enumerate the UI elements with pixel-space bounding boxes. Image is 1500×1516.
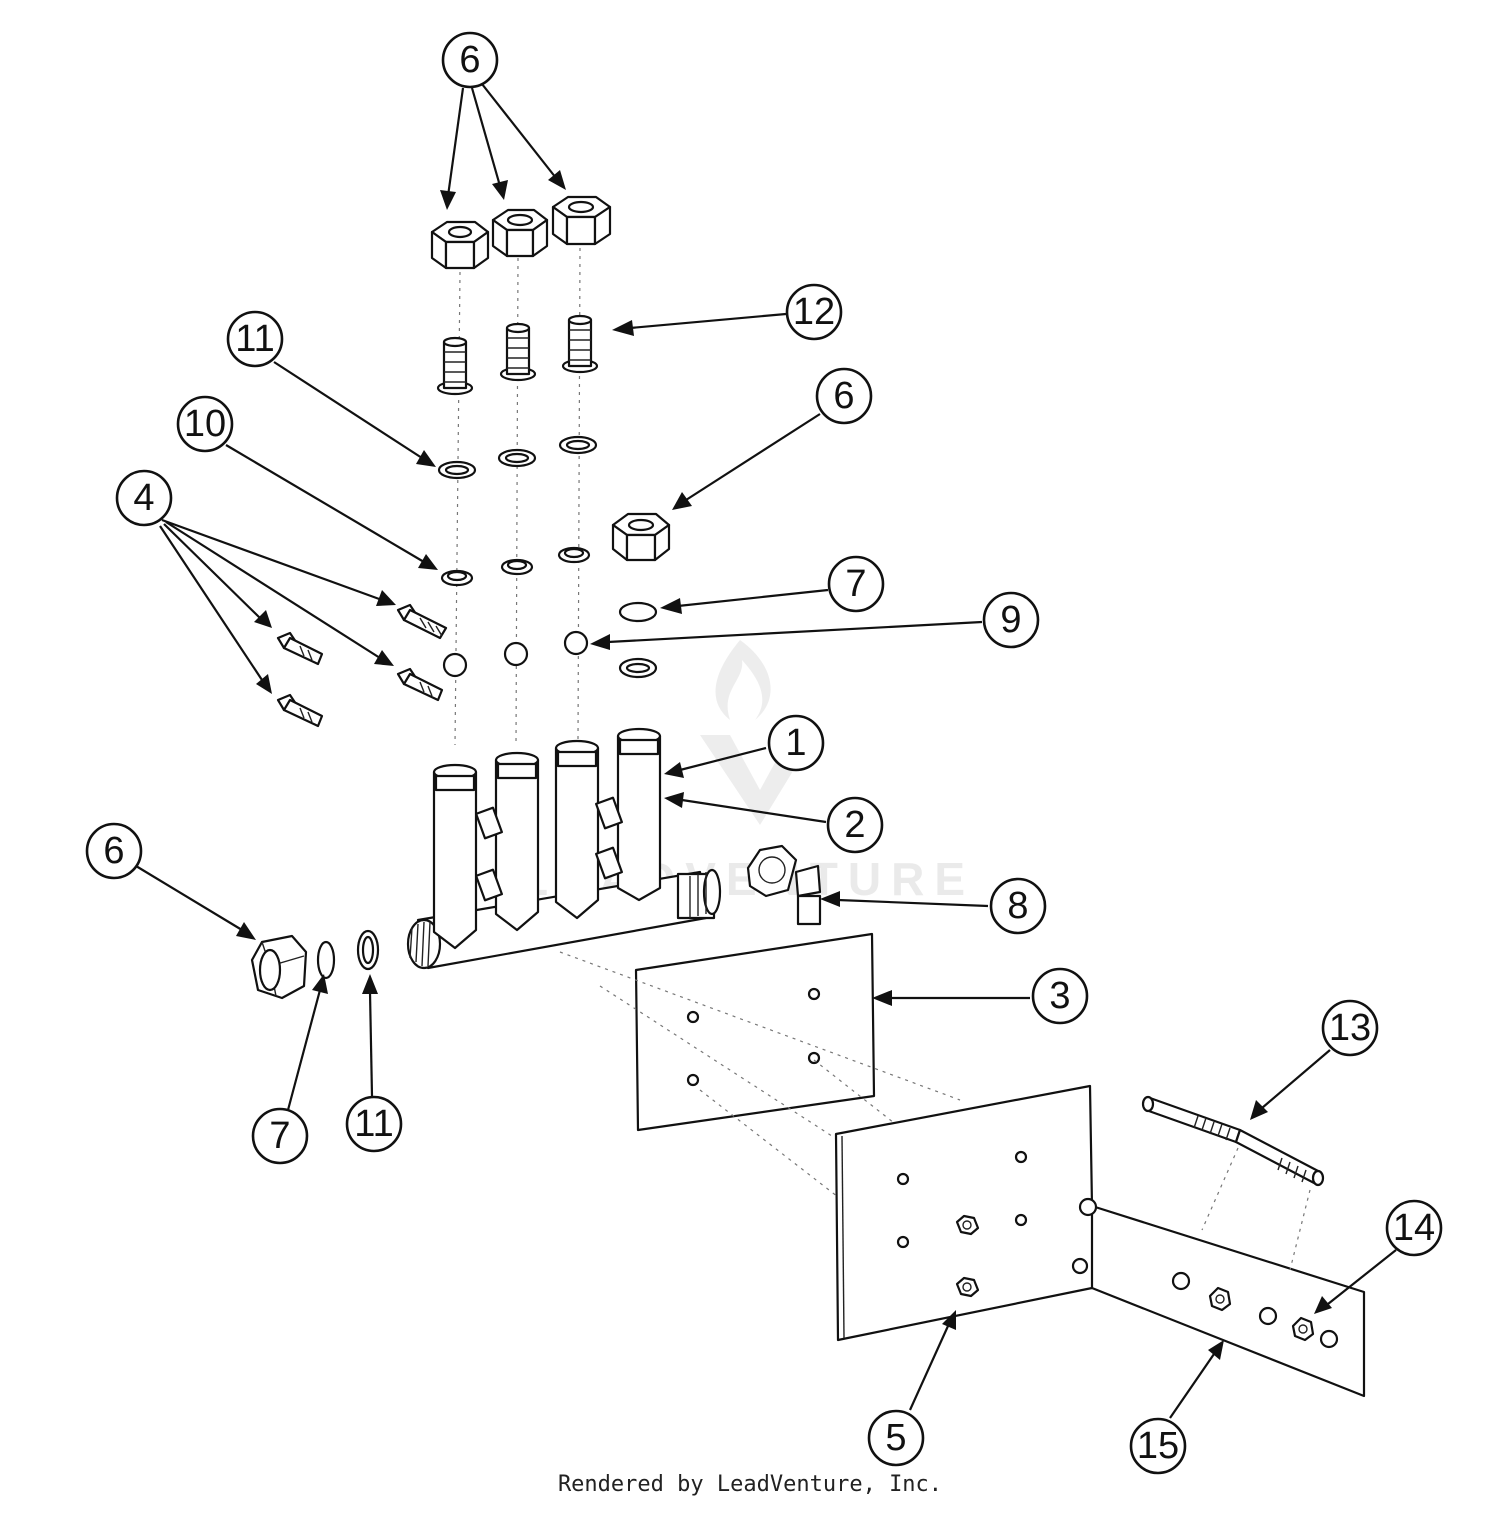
callout-14: 14 bbox=[1385, 1199, 1443, 1257]
hex-nut-left bbox=[250, 934, 308, 1000]
footer-credit: Rendered by LeadVenture, Inc. bbox=[557, 1472, 943, 1497]
callout-10: 10 bbox=[176, 395, 234, 453]
callout-label: 5 bbox=[885, 1417, 906, 1459]
callout-label: 10 bbox=[184, 403, 226, 445]
callout-label: 9 bbox=[1000, 599, 1021, 641]
hex-nut-top-2 bbox=[491, 208, 549, 258]
callout-label: 8 bbox=[1007, 885, 1028, 927]
callout-label: 11 bbox=[354, 1103, 393, 1145]
check-balls bbox=[442, 630, 589, 678]
bolt-2 bbox=[276, 631, 324, 666]
callout-6-left: 6 bbox=[85, 822, 143, 880]
seal-left bbox=[316, 940, 336, 980]
callout-15: 15 bbox=[1129, 1417, 1187, 1475]
callout-label: 3 bbox=[1049, 975, 1070, 1017]
callout-6-top: 6 bbox=[441, 31, 499, 89]
callout-label: 14 bbox=[1393, 1207, 1435, 1249]
callout-11-bottom: 11 bbox=[345, 1095, 403, 1153]
callout-label: 12 bbox=[793, 291, 835, 333]
o-ring-row bbox=[437, 435, 598, 480]
spring-3 bbox=[561, 314, 599, 374]
bolt-3 bbox=[396, 667, 444, 702]
callout-13: 13 bbox=[1321, 999, 1379, 1057]
callout-7-right: 7 bbox=[827, 555, 885, 613]
elbow-fitting bbox=[746, 844, 822, 926]
callout-label: 6 bbox=[459, 39, 480, 81]
seal-side bbox=[618, 601, 658, 679]
bolt-1 bbox=[396, 603, 448, 640]
o-ring-left bbox=[356, 929, 380, 971]
lock-nuts bbox=[955, 1214, 1315, 1342]
callout-label: 11 bbox=[235, 318, 274, 360]
callout-3: 3 bbox=[1031, 967, 1089, 1025]
callout-label: 7 bbox=[269, 1115, 290, 1157]
callout-8: 8 bbox=[989, 877, 1047, 935]
callout-7-bottom: 7 bbox=[251, 1107, 309, 1165]
leader-lines bbox=[135, 83, 1397, 1419]
callout-5: 5 bbox=[867, 1409, 925, 1467]
callout-label: 1 bbox=[785, 722, 806, 764]
callout-label: 4 bbox=[133, 477, 154, 519]
callout-2: 2 bbox=[826, 796, 884, 854]
spring-2 bbox=[499, 322, 537, 382]
callout-label: 6 bbox=[833, 375, 854, 417]
spring-1 bbox=[436, 336, 474, 396]
callout-label: 7 bbox=[845, 563, 866, 605]
callout-1: 1 bbox=[767, 714, 825, 772]
mounting-bracket bbox=[834, 1084, 1366, 1398]
bolt-4 bbox=[276, 693, 324, 728]
hex-nut-top-1 bbox=[430, 220, 490, 270]
callout-9: 9 bbox=[982, 591, 1040, 649]
callout-label: 13 bbox=[1329, 1007, 1371, 1049]
hex-nut-top-3 bbox=[551, 195, 612, 246]
callout-12: 12 bbox=[785, 283, 843, 341]
callout-label: 6 bbox=[103, 830, 124, 872]
callout-4: 4 bbox=[115, 469, 173, 527]
callout-11-upper: 11 bbox=[226, 310, 284, 368]
callout-6-right: 6 bbox=[815, 367, 873, 425]
hex-nut-side bbox=[611, 512, 671, 562]
washer-row bbox=[440, 546, 591, 587]
callout-label: 2 bbox=[844, 804, 865, 846]
gasket-plate bbox=[634, 932, 876, 1132]
manifold-body bbox=[406, 727, 722, 970]
callout-label: 15 bbox=[1137, 1425, 1179, 1467]
studs bbox=[1141, 1095, 1325, 1187]
